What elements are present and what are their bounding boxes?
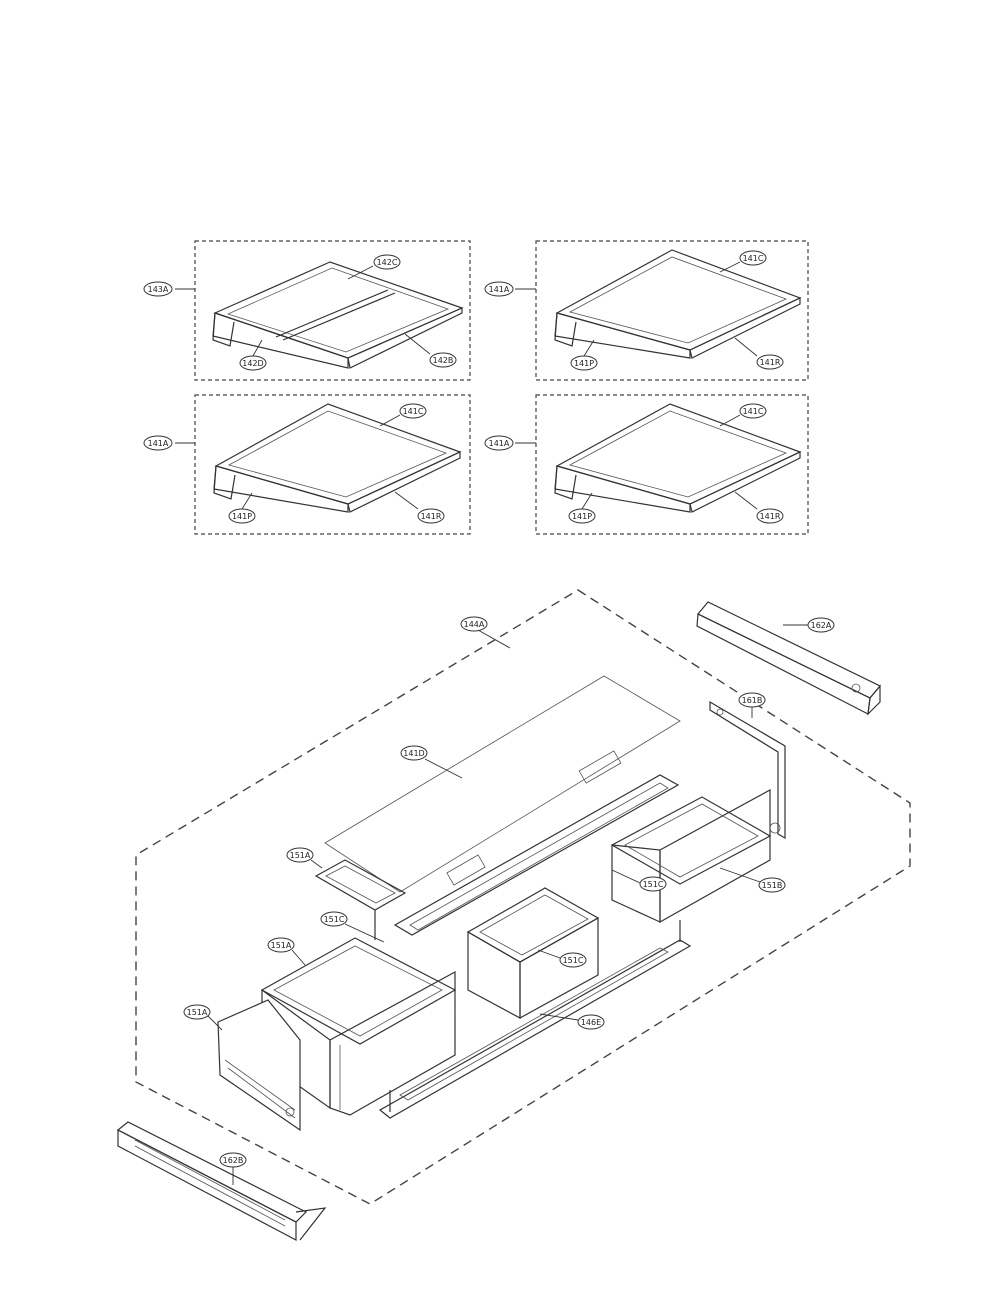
panel-border	[194, 394, 471, 535]
drawer-front	[217, 999, 301, 1132]
panel-border	[194, 240, 471, 381]
callout-141C-c: 141C	[743, 407, 764, 416]
callout-162A: 162A	[811, 621, 832, 630]
rail-bottom: 162B	[116, 1121, 327, 1241]
center-drawer	[466, 887, 600, 1020]
callout-144A: 144A	[464, 620, 485, 629]
callout-141P-c: 141P	[572, 512, 592, 521]
panel-border	[535, 394, 809, 535]
rail-top: 162A	[696, 601, 881, 716]
callout-141P-a: 141P	[574, 359, 594, 368]
right-drawer	[610, 788, 772, 924]
callout-141P-b: 141P	[232, 512, 252, 521]
callout-141D: 141D	[403, 749, 424, 758]
panel-border	[535, 240, 809, 381]
shelf-panel-b: 141A 141C 141P 141R	[143, 394, 471, 535]
shelf-b-drawing	[213, 403, 462, 513]
callout-151A-upper: 151A	[290, 851, 311, 860]
callout-151A: 151A	[271, 941, 292, 950]
shelf-panel-a: 141A 141C 141P 141R	[484, 240, 809, 381]
callout-161A: 151A	[187, 1008, 208, 1017]
callout-143A: 143A	[148, 285, 169, 294]
callout-161B: 161B	[742, 696, 763, 705]
callout-146E: 146E	[581, 1018, 601, 1027]
callout-142B: 142B	[433, 356, 454, 365]
callout-151C-center: 151C	[563, 956, 584, 965]
callout-141C-b: 141C	[403, 407, 424, 416]
shelf-a-drawing	[554, 249, 802, 359]
callout-141C-a: 141C	[743, 254, 764, 263]
callout-141R-b: 141R	[421, 512, 442, 521]
shelf-c-drawing	[554, 403, 802, 513]
callout-142C: 142C	[377, 258, 398, 267]
callout-141A-c: 141A	[489, 439, 510, 448]
callout-142D: 142D	[242, 359, 263, 368]
callout-151B: 151B	[762, 881, 783, 890]
shelf-panel-c: 141A 141C 141P 141R	[484, 394, 809, 535]
split-shelf-drawing	[212, 261, 464, 369]
shelf-panel-split: 143A 142C 142D 142B	[143, 240, 471, 381]
upper-left-tray	[314, 859, 407, 940]
frame-bracket	[709, 700, 786, 840]
callout-141R-a: 141R	[760, 358, 781, 367]
drawer-assembly: 144A 141D 151A 151C 151A 151A 151C 151C …	[135, 589, 911, 1205]
callout-141A-b: 141A	[148, 439, 169, 448]
base-frame	[378, 920, 692, 1119]
cover-glass	[324, 675, 681, 893]
callout-162B: 162B	[223, 1156, 244, 1165]
callout-141A-a: 141A	[489, 285, 510, 294]
assembly-boundary	[135, 589, 911, 1205]
callout-151C-right: 151C	[643, 880, 664, 889]
callout-141R-c: 141R	[760, 512, 781, 521]
center-frame	[393, 750, 680, 936]
callout-151C-left: 151C	[324, 915, 345, 924]
